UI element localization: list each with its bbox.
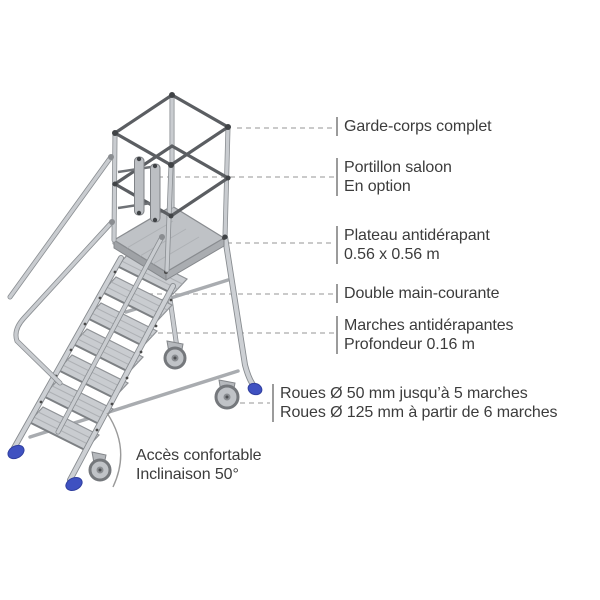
label-line: Garde-corps complet: [344, 118, 492, 135]
stringer-left: [11, 255, 124, 451]
step: [86, 302, 158, 347]
step: [101, 276, 173, 321]
label-roues: Roues Ø 50 mm jusqu’à 5 marches Roues Ø …: [272, 384, 558, 422]
castor-wheel-front: [88, 451, 112, 482]
castor-wheel-mid: [163, 340, 187, 370]
leader-arc-acces: [106, 412, 122, 488]
label-line: Roues Ø 125 mm à partir de 6 marches: [280, 404, 558, 421]
label-portillon: Portillon saloon En option: [336, 158, 452, 196]
label-line: Accès confortable: [136, 447, 262, 464]
handrail-left: [7, 154, 115, 386]
label-line: Portillon saloon: [344, 159, 452, 176]
label-line: Roues Ø 50 mm jusqu’à 5 marches: [280, 385, 528, 402]
label-line: Inclinaison 50°: [136, 466, 239, 483]
label-line: Plateau antidérapant: [344, 227, 490, 244]
label-acces: Accès confortable Inclinaison 50°: [136, 446, 262, 484]
foot-cap-right: [65, 476, 83, 492]
label-line: 0.56 x 0.56 m: [344, 246, 440, 263]
foot-cap-left: [7, 444, 25, 460]
label-line: Profondeur 0.16 m: [344, 336, 475, 353]
step: [72, 328, 144, 373]
saloon-gate: [117, 156, 161, 223]
label-line: En option: [344, 178, 411, 195]
leader-lines: [121, 127, 334, 404]
handrail-right: [55, 234, 165, 435]
label-main-courante: Double main-courante: [336, 284, 500, 303]
label-marches: Marches antidérapantes Profondeur 0.16 m: [336, 316, 514, 354]
label-garde-corps: Garde-corps complet: [336, 117, 492, 136]
step: [57, 354, 129, 399]
stringer-right: [67, 283, 176, 483]
castor-wheel-rear: [214, 379, 240, 410]
label-plateau: Plateau antidérapant 0.56 x 0.56 m: [336, 226, 490, 264]
foot-cap-rear: [247, 382, 263, 396]
step: [28, 406, 100, 451]
label-line: Marches antidérapantes: [344, 317, 514, 334]
label-line: Double main-courante: [344, 285, 500, 302]
